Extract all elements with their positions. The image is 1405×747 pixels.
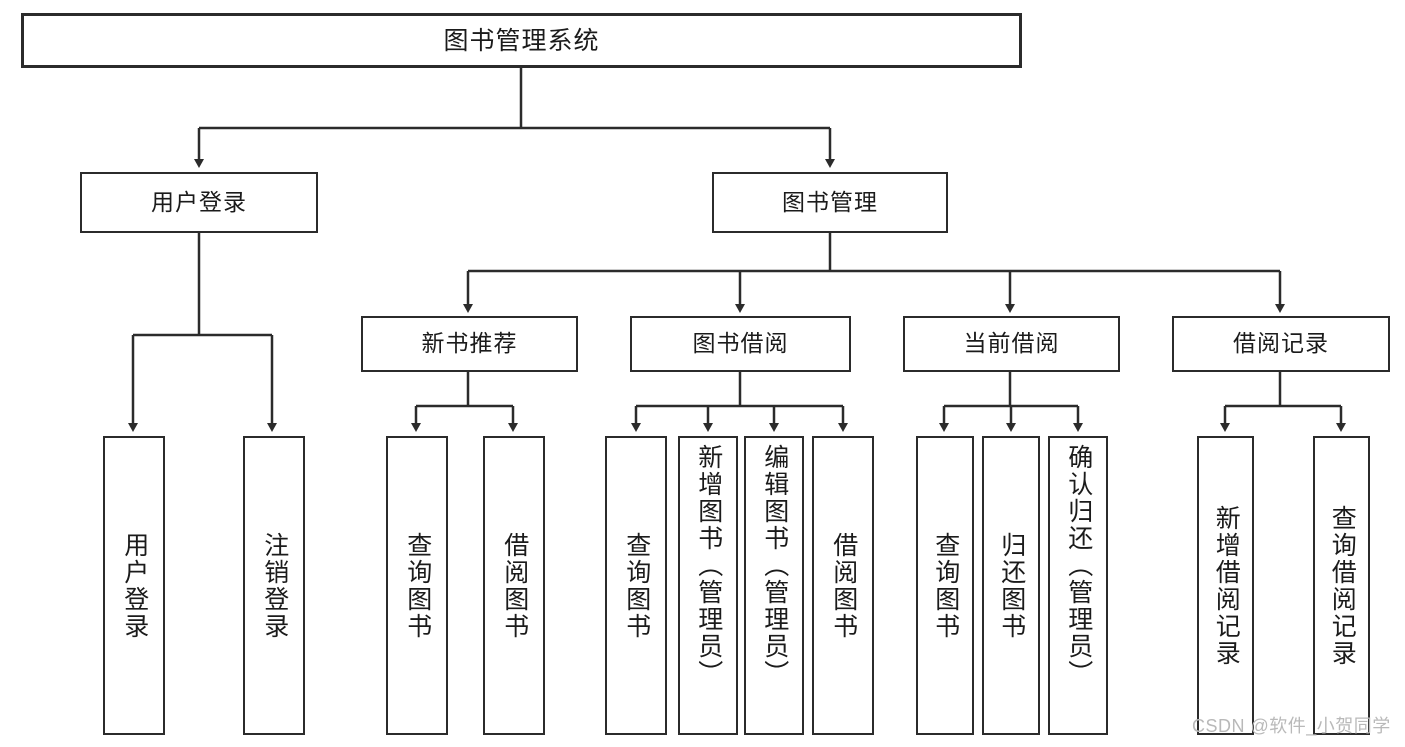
node-new-book-recommend[interactable]: 新书推荐 <box>361 316 578 372</box>
leaf-add-borrow-record-label: 新增借阅记录 <box>1212 504 1241 667</box>
leaf-borrow-book-borrow[interactable]: 借阅图书 <box>812 436 874 735</box>
leaf-confirm-return-admin-label: 确认归还（管理员） <box>1064 444 1093 687</box>
leaf-logout[interactable]: 注销登录 <box>243 436 305 735</box>
node-book-borrow-label: 图书借阅 <box>692 330 789 357</box>
node-book-manage[interactable]: 图书管理 <box>712 172 948 233</box>
node-borrow-record[interactable]: 借阅记录 <box>1172 316 1390 372</box>
leaf-query-book-current-label: 查询图书 <box>931 531 960 640</box>
leaf-borrow-book-recommend[interactable]: 借阅图书 <box>483 436 545 735</box>
leaf-user-login[interactable]: 用户登录 <box>103 436 165 735</box>
leaf-edit-book-admin[interactable]: 编辑图书（管理员） <box>744 436 804 735</box>
node-new-book-recommend-label: 新书推荐 <box>421 330 518 357</box>
leaf-query-book-recommend[interactable]: 查询图书 <box>386 436 448 735</box>
leaf-return-book[interactable]: 归还图书 <box>982 436 1040 735</box>
leaf-query-book-recommend-label: 查询图书 <box>403 531 432 640</box>
node-current-borrow[interactable]: 当前借阅 <box>903 316 1120 372</box>
node-user-login[interactable]: 用户登录 <box>80 172 318 233</box>
leaf-edit-book-admin-label: 编辑图书（管理员） <box>760 444 789 687</box>
leaf-add-book-admin-label: 新增图书（管理员） <box>694 444 723 687</box>
leaf-query-book-borrow[interactable]: 查询图书 <box>605 436 667 735</box>
node-user-login-label: 用户登录 <box>151 188 247 215</box>
leaf-logout-label: 注销登录 <box>260 531 289 640</box>
leaf-confirm-return-admin[interactable]: 确认归还（管理员） <box>1048 436 1108 735</box>
node-current-borrow-label: 当前借阅 <box>963 330 1060 357</box>
leaf-query-borrow-record[interactable]: 查询借阅记录 <box>1313 436 1370 735</box>
leaf-return-book-label: 归还图书 <box>997 531 1026 640</box>
leaf-query-book-borrow-label: 查询图书 <box>622 531 651 640</box>
csdn-watermark: CSDN @软件_小贺同学 <box>1192 716 1391 736</box>
leaf-add-book-admin[interactable]: 新增图书（管理员） <box>678 436 738 735</box>
leaf-add-borrow-record[interactable]: 新增借阅记录 <box>1197 436 1254 735</box>
leaf-query-book-current[interactable]: 查询图书 <box>916 436 974 735</box>
leaf-borrow-book-recommend-label: 借阅图书 <box>500 531 529 640</box>
node-root-label: 图书管理系统 <box>443 26 600 55</box>
leaf-user-login-label: 用户登录 <box>120 531 149 640</box>
node-book-borrow[interactable]: 图书借阅 <box>630 316 851 372</box>
node-book-manage-label: 图书管理 <box>782 188 878 215</box>
node-borrow-record-label: 借阅记录 <box>1233 330 1329 357</box>
node-root[interactable]: 图书管理系统 <box>21 13 1022 68</box>
leaf-query-borrow-record-label: 查询借阅记录 <box>1328 504 1357 667</box>
leaf-borrow-book-borrow-label: 借阅图书 <box>829 531 858 640</box>
